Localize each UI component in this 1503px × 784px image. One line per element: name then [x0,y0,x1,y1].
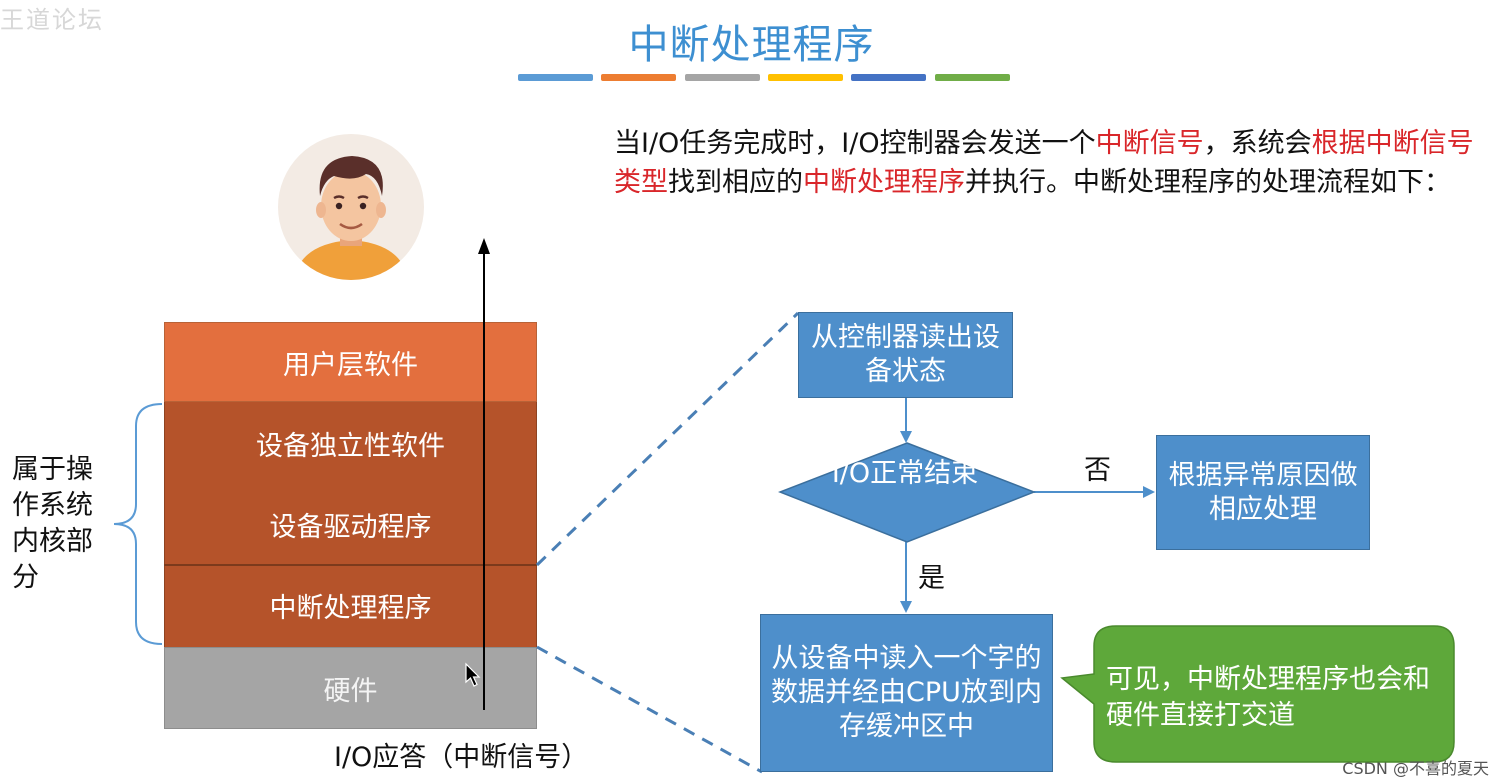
page-title: 中断处理程序 [628,22,875,68]
flow-read-word-box: 从设备中读入一个字的数据并经由CPU放到内存缓冲区中 [760,614,1053,772]
kernel-brace [113,403,163,645]
kernel-divider [164,564,537,566]
layer-hardware: 硬件 [164,647,537,729]
io-answer-arrow [478,238,490,710]
flow-read-status-box: 从控制器读出设备状态 [798,312,1013,398]
layer-interrupt-handler: 中断处理程序 [269,593,432,624]
flow-decision-text: I/O正常结束 [831,458,979,489]
layer-device-driver: 设备驱动程序 [269,512,432,543]
title-stripe-1 [518,74,593,81]
kernel-part-label: 属于操作系统内核部分 [12,454,93,593]
title-stripe-5 [851,74,926,81]
avatar [278,134,424,280]
callout-text: 可见，中断处理程序也会和硬件直接打交道 [1106,664,1430,731]
flow-no-label: 否 [1084,455,1111,486]
title-stripe-4 [768,74,843,81]
flow-decision-diamond [778,442,1036,543]
callout-bubble [1060,625,1455,763]
intro-text: 当I/O任务完成时，I/O控制器会发送一个中断信号，系统会根据中断信号类型找到相… [614,128,1474,198]
flow-exception-box: 根据异常原因做相应处理 [1156,435,1370,550]
csdn-watermark: CSDN @不喜的夏天 [1342,759,1489,778]
title-stripe-3 [685,74,760,81]
io-answer-label: I/O应答（中断信号） [334,742,589,773]
layer-device-independent-software: 设备独立性软件 [256,431,445,462]
title-stripe-6 [935,74,1010,81]
title-stripe-2 [601,74,676,81]
layer-kernel-block [164,402,537,647]
layer-user-software: 用户层软件 [164,322,537,402]
flow-yes-label: 是 [918,563,945,594]
mouse-cursor-icon [465,662,481,687]
watermark: 王道论坛 [0,6,104,34]
